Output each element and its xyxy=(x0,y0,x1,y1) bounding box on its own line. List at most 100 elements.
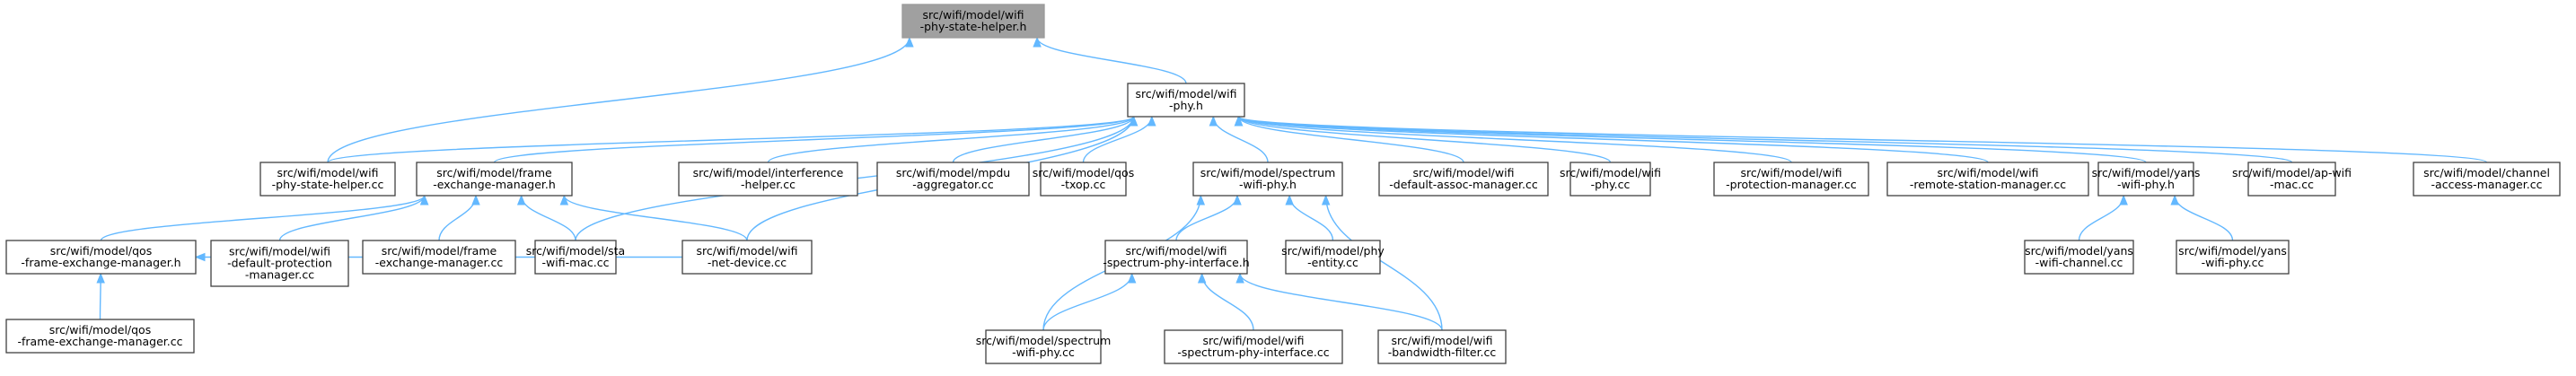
edge-line xyxy=(327,116,1135,163)
node-sta-mac-cc[interactable]: src/wifi/model/sta-wifi-mac.cc xyxy=(526,240,625,275)
edge-arrowhead xyxy=(1129,115,1139,127)
edge-arrowhead xyxy=(419,194,429,205)
edge-arrowhead xyxy=(471,194,480,205)
node-box xyxy=(5,240,197,275)
node-label-line: -wifi-channel.cc xyxy=(2035,256,2123,269)
node-box xyxy=(901,4,1045,39)
node-net-device-cc[interactable]: src/wifi/model/wifi-net-device.cc xyxy=(681,240,813,275)
node-label-line: src/wifi/model/frame xyxy=(436,166,552,179)
edge-line xyxy=(1237,116,1989,163)
node-box xyxy=(2413,162,2561,197)
edge-arrowhead xyxy=(1285,194,1294,205)
edge-arrowhead xyxy=(2170,194,2179,205)
node-label-line: -protection-manager.cc xyxy=(1726,178,1857,191)
node-ap-mac-cc[interactable]: src/wifi/model/ap-wifi-mac.cc xyxy=(2232,162,2352,197)
node-box xyxy=(416,162,573,197)
edge-channel_access_cc-to-wifi_phy_h xyxy=(1234,115,2488,163)
node-spectrum-phy-h[interactable]: src/wifi/model/spectrum-wifi-phy.h xyxy=(1192,162,1343,197)
edge-default_prot_cc-to-frame_exch_h xyxy=(278,194,429,241)
node-label-line: -remote-station-manager.cc xyxy=(1910,178,2066,191)
node-label-line: src/wifi/model/wifi xyxy=(1741,166,1842,179)
node-yans-phy-h[interactable]: src/wifi/model/yans-wifi-phy.h xyxy=(2092,162,2201,197)
node-label-line: -wifi-mac.cc xyxy=(541,256,609,269)
node-label-line: -helper.cc xyxy=(741,178,796,191)
node-label-line: src/wifi/model/spectrum xyxy=(976,334,1112,347)
node-interference-cc[interactable]: src/wifi/model/interference-helper.cc xyxy=(678,162,858,197)
edge-yans_channel_cc-to-yans_phy_h xyxy=(2078,194,2128,241)
node-label-line: -frame-exchange-manager.cc xyxy=(17,335,182,348)
node-frame-exch-h[interactable]: src/wifi/model/frame-exchange-manager.h xyxy=(416,162,573,197)
edge-line xyxy=(438,195,477,241)
node-label-line: -default-protection xyxy=(227,257,332,270)
edge-line xyxy=(100,195,426,241)
edge-line xyxy=(767,116,1135,163)
edge-net_device_cc-to-frame_exch_h xyxy=(559,194,748,241)
node-phy-entity-cc[interactable]: src/wifi/model/phy-entity.cc xyxy=(1281,240,1385,275)
edge-arrowhead xyxy=(1233,194,1242,205)
edge-arrowhead xyxy=(194,252,206,262)
edges-layer xyxy=(96,36,2488,331)
node-wifi-phy-h[interactable]: src/wifi/model/wifi-phy.h xyxy=(1127,83,1245,118)
node-box xyxy=(678,162,858,197)
edge-state_helper_cc-to-wifi_phy_h xyxy=(327,115,1139,163)
node-box xyxy=(1104,240,1248,275)
node-state-helper-cc[interactable]: src/wifi/model/wifi-phy-state-helper.cc xyxy=(259,162,396,197)
node-box xyxy=(2176,240,2290,275)
node-spectrum-iface-h[interactable]: src/wifi/model/wifi-spectrum-phy-interfa… xyxy=(1103,240,1250,275)
node-label-line: src/wifi/model/mpdu xyxy=(896,166,1010,179)
node-label-line: src/wifi/model/channel xyxy=(2423,166,2550,179)
node-label-line: src/wifi/model/wifi xyxy=(1938,166,2039,179)
node-box xyxy=(534,240,617,275)
node-label-line: src/wifi/model/interference xyxy=(693,166,844,179)
node-label-line: -wifi-phy.h xyxy=(2117,178,2175,191)
node-default-assoc-cc[interactable]: src/wifi/model/wifi-default-assoc-manage… xyxy=(1378,162,1549,197)
node-box xyxy=(210,240,349,287)
edge-arrowhead xyxy=(905,36,914,48)
node-spectrum-iface-cc[interactable]: src/wifi/model/wifi-spectrum-phy-interfa… xyxy=(1164,329,1343,364)
node-label-line: src/wifi/model/wifi xyxy=(1126,244,1227,258)
node-qos-fem-h[interactable]: src/wifi/model/qos-frame-exchange-manage… xyxy=(5,240,197,275)
node-bandwidth-cc[interactable]: src/wifi/model/wifi-bandwidth-filter.cc xyxy=(1377,329,1507,364)
edge-line xyxy=(2078,195,2124,241)
node-label-line: -phy.cc xyxy=(1591,178,1631,191)
edge-arrowhead xyxy=(1196,194,1206,205)
edge-line xyxy=(1237,116,1464,163)
node-yans-phy-cc[interactable]: src/wifi/model/yans-wifi-phy.cc xyxy=(2176,240,2290,275)
node-box xyxy=(259,162,396,197)
edge-arrowhead xyxy=(1234,115,1244,127)
node-channel-access-cc[interactable]: src/wifi/model/channel-access-manager.cc xyxy=(2413,162,2561,197)
edge-arrowhead xyxy=(1147,115,1156,127)
edge-frame_exch_cc-to-frame_exch_h xyxy=(438,194,480,241)
node-protection-cc[interactable]: src/wifi/model/wifi-protection-manager.c… xyxy=(1713,162,1869,197)
node-default-prot-cc[interactable]: src/wifi/model/wifi-default-protection-m… xyxy=(210,240,349,287)
node-box xyxy=(1713,162,1869,197)
node-state-helper-h[interactable]: src/wifi/model/wifi-phy-state-helper.h xyxy=(901,4,1045,39)
node-box xyxy=(2247,162,2336,197)
node-label-line: -phy-state-helper.cc xyxy=(272,178,384,191)
node-box xyxy=(1377,329,1507,364)
node-label-line: src/wifi/model/qos xyxy=(49,323,151,337)
edge-line xyxy=(1237,116,2293,163)
node-qos-fem-cc[interactable]: src/wifi/model/qos-frame-exchange-manage… xyxy=(5,319,195,354)
node-box xyxy=(2097,162,2194,197)
node-yans-channel-cc[interactable]: src/wifi/model/yans-wifi-channel.cc xyxy=(2024,240,2134,275)
node-box xyxy=(1127,83,1245,118)
edge-line xyxy=(1237,116,2488,163)
node-label-line: src/wifi/model/wifi xyxy=(1136,87,1237,101)
node-spectrum-phy-cc[interactable]: src/wifi/model/spectrum-wifi-phy.cc xyxy=(976,329,1112,364)
node-label-line: -wifi-phy.cc xyxy=(1012,345,1075,359)
edge-line xyxy=(1239,273,1443,331)
edge-arrowhead xyxy=(1235,272,1244,284)
node-label-line: src/wifi/model/yans xyxy=(2178,244,2287,258)
node-label-line: -default-assoc-manager.cc xyxy=(1389,178,1538,191)
node-qos-txop-cc[interactable]: src/wifi/model/qos-txop.cc xyxy=(1033,162,1134,197)
node-box xyxy=(1378,162,1549,197)
node-mpdu-agg-cc[interactable]: src/wifi/model/mpdu-aggregator.cc xyxy=(876,162,1030,197)
node-remote-station-cc[interactable]: src/wifi/model/wifi-remote-station-manag… xyxy=(1886,162,2089,197)
node-wifi-phy-cc[interactable]: src/wifi/model/wifi-phy.cc xyxy=(1560,162,1661,197)
edge-line xyxy=(493,116,1135,163)
node-label-line: -wifi-phy.cc xyxy=(2202,256,2264,269)
node-frame-exch-cc[interactable]: src/wifi/model/frame-exchange-manager.cc xyxy=(362,240,516,275)
node-label-line: -access-manager.cc xyxy=(2431,178,2543,191)
node-label-line: -manager.cc xyxy=(245,268,314,282)
